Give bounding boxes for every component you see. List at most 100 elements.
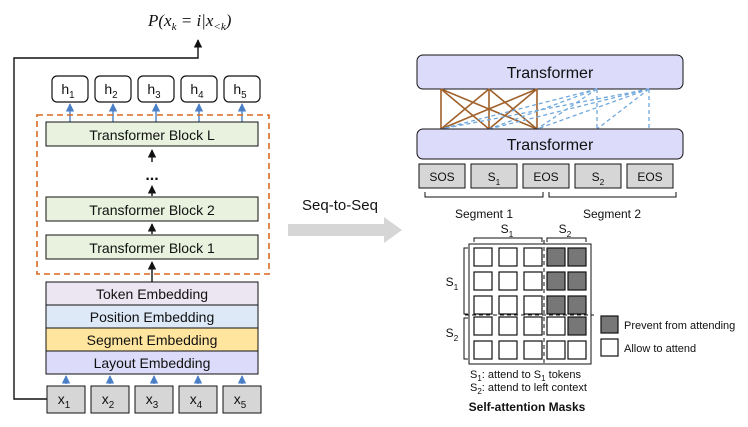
seq-to-seq-arrow [288,217,402,243]
hidden-states: h1 h2 h3 h4 h5 [51,75,261,122]
svg-text:Transformer: Transformer [507,65,594,82]
input-token-box: x1 [46,385,86,414]
legend-item: Allow to attend [600,338,696,357]
embedding-label: Position Embedding [90,309,215,325]
svg-text:Transformer Block L: Transformer Block L [89,127,215,143]
mask-row-group-1: S1 [446,275,459,292]
hidden-state-label: h5 [233,81,247,101]
embedding-label: Token Embedding [96,286,208,302]
mask-cell-allowed [498,316,518,336]
mask-cell-allowed [498,271,518,291]
transformer-block-1: Transformer Block 1 [45,234,259,260]
input-token-box: x3 [134,385,174,414]
input-token-box: x4 [178,385,218,414]
mask-cell-allowed [473,247,493,267]
segment-2-label: Segment 2 [583,207,641,221]
input-token-label: x4 [190,391,203,411]
transformer-stack-frame [36,114,270,275]
mask-cell-blocked [567,316,587,336]
transformer-block-l: Transformer Block L [45,121,259,147]
segment2-attention-line [440,88,650,130]
mask-cell-blocked [546,247,566,267]
mask-frame [468,243,592,365]
sequence-token-box: S1 [470,163,518,189]
mask-col-group-1: S1 [501,222,514,239]
sequence-token-box: S2 [574,163,622,189]
mask-note: S2: attend to left context [470,382,587,396]
segment2-attention-line [440,88,598,130]
hidden-state-label: h4 [190,81,204,101]
segment1-attention-line [488,88,538,130]
mask-cell-allowed [523,295,543,315]
block-ellipsis: ... [145,167,158,184]
segment1-attention-line [440,88,538,130]
segment1-attention-line [440,88,490,130]
input-token-box: x5 [222,385,262,414]
sequence-token-box: SOS [418,163,466,189]
svg-text:Transformer: Transformer [507,137,594,154]
transformer-top: Transformer [416,54,684,90]
embedding-label: Segment Embedding [87,332,218,348]
mask-cell-allowed [498,247,518,267]
embedding-row: Token Embedding [45,281,259,306]
mask-caption: Self-attention Masks [469,400,586,414]
embedding-row: Segment Embedding [45,327,259,352]
sequence-token-label: SOS [429,170,454,184]
attention-connections [440,88,650,130]
legend-item: Prevent from attending [600,315,735,334]
mask-cell-allowed [567,340,587,360]
mask-cell-allowed [523,271,543,291]
mask-cell-blocked [546,271,566,291]
embedding-row: Layout Embedding [45,350,259,375]
mask-cell-blocked [546,295,566,315]
embedding-row: Position Embedding [45,304,259,329]
legend-label: Allow to attend [624,343,696,355]
sequence-token-label: S2 [592,170,605,187]
mask-cell-allowed [546,340,566,360]
mask-cell-allowed [498,295,518,315]
segment-2-brace [548,192,677,198]
input-tokens: x1 x2 x3 x4 x5 [46,375,262,414]
mask-cell-allowed [473,316,493,336]
segment-1-brace [424,192,544,198]
segment-1-label: Segment 1 [455,207,513,221]
input-token-label: x3 [146,391,159,411]
input-token-label: x1 [58,391,70,411]
input-token-label: x5 [234,391,247,411]
mask-row-group-2: S2 [446,326,459,343]
mask-cell-allowed [473,271,493,291]
mask-cell-allowed [498,340,518,360]
hidden-state-box: h1 [51,75,89,103]
input-token-label: x2 [102,391,114,411]
mask-cell-allowed [473,340,493,360]
mask-cell-blocked [567,295,587,315]
segment2-attention-line [536,88,650,130]
output-probability-formula: P(xk = i|x<k) [147,11,232,33]
sequence-token-label: EOS [533,170,558,184]
hidden-state-box: h4 [180,75,218,103]
hidden-state-label: h3 [147,81,161,101]
sequence-token-box: EOS [522,163,570,189]
mask-cell-blocked [567,271,587,291]
mask-cell-allowed [523,247,543,267]
segment2-attention-line [596,88,650,130]
mask-cell-blocked [567,247,587,267]
mask-cell-allowed [523,316,543,336]
mask-cell-allowed [523,340,543,360]
transformer-block-2: Transformer Block 2 [45,196,259,222]
hidden-state-box: h3 [137,75,175,103]
legend-label: Prevent from attending [624,320,735,332]
svg-text:Transformer Block 1: Transformer Block 1 [89,240,215,256]
hidden-state-label: h2 [104,81,117,101]
feedback-loop-line [13,39,203,400]
svg-text:Transformer Block 2: Transformer Block 2 [89,202,215,218]
mask-col-group-2: S2 [559,222,572,239]
hidden-state-box: h5 [223,75,261,103]
hidden-state-label: h1 [61,81,74,101]
